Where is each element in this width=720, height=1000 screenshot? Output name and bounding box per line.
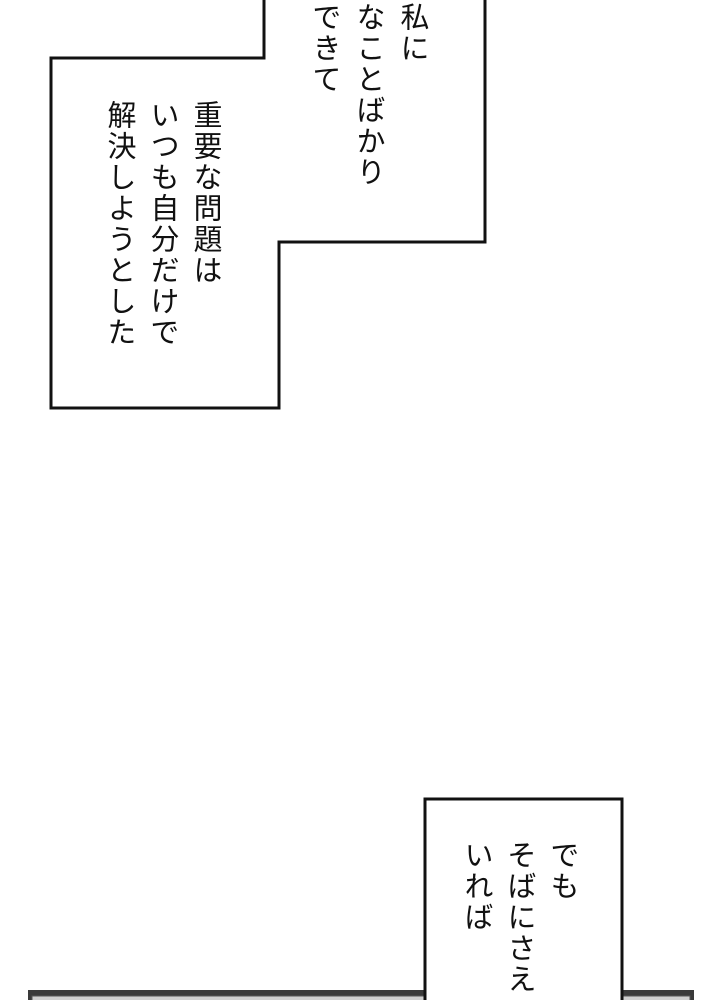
- speech-text-line: 重要な問題は: [189, 100, 223, 286]
- speech-text-line: でも: [546, 840, 580, 902]
- speech-text-line: 私に: [396, 2, 430, 64]
- speech-box-bottom: [423, 797, 624, 1000]
- speech-text-line: いれば: [460, 840, 494, 933]
- speech-box-top: [49, 0, 487, 410]
- panel-bottom-strip: [28, 990, 694, 1000]
- speech-text-line: いつも自分だけで: [146, 100, 180, 348]
- speech-text-line: できて: [308, 2, 342, 95]
- speech-text-line: そばにさえ: [503, 840, 537, 995]
- speech-text-line: なことばかり: [352, 2, 386, 188]
- speech-box-bottom-text: でも そばにさえ いれば: [440, 820, 610, 1000]
- panel-bottom-inner: [31, 995, 691, 1000]
- speech-text-line: 解決しようとした: [103, 100, 137, 348]
